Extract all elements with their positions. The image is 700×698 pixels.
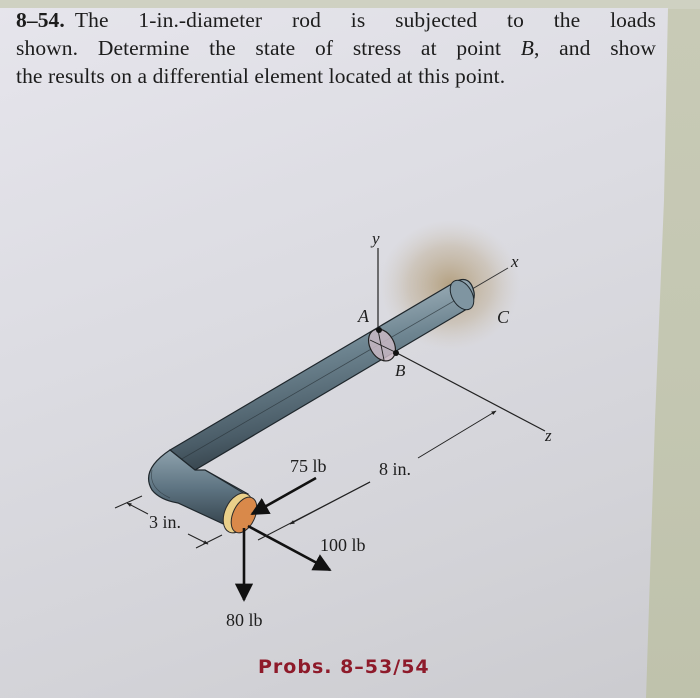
rod-end-cap: [222, 492, 258, 534]
problem-line-2: shown. Determine the state of stress at …: [16, 36, 657, 60]
force-75lb-arrow: [250, 476, 317, 516]
problem-statement: 8–54.The 1-in.-diameter rod is subjected…: [16, 6, 656, 90]
dimension-3in: [114, 495, 223, 549]
dimension-8in: [257, 410, 497, 541]
point-b-ref: B: [520, 36, 534, 60]
x-axis-label: x: [510, 252, 519, 271]
problem-number: 8–54.: [16, 8, 65, 32]
problem-line-3: the results on a differential element lo…: [16, 64, 506, 88]
page-top-edge: [0, 0, 700, 9]
point-a-marker: [376, 327, 382, 333]
load-75lb-label: 75 lb: [290, 456, 327, 476]
point-b-marker: [393, 350, 399, 356]
point-a-label: A: [357, 306, 370, 326]
dimension-3in-label: 3 in.: [149, 512, 181, 532]
dimension-8in-label: 8 in.: [379, 459, 411, 479]
force-100lb-arrow: [247, 524, 332, 572]
point-c-label: C: [497, 307, 510, 327]
figure-caption: Probs. 8–53/54: [258, 656, 430, 678]
rod-main-segment: [168, 279, 475, 471]
point-b-label: B: [395, 361, 406, 380]
load-100lb-label: 100 lb: [320, 535, 366, 555]
z-axis-line: [394, 351, 546, 432]
rod-bend-segment: [148, 449, 249, 529]
load-80lb-label: 80 lb: [226, 610, 263, 630]
y-axis-label: y: [370, 229, 380, 248]
z-axis-label: z: [544, 426, 552, 445]
section-cut: [367, 327, 399, 362]
problem-line-1: 8–54.The 1-in.-diameter rod is subjected…: [16, 8, 656, 32]
